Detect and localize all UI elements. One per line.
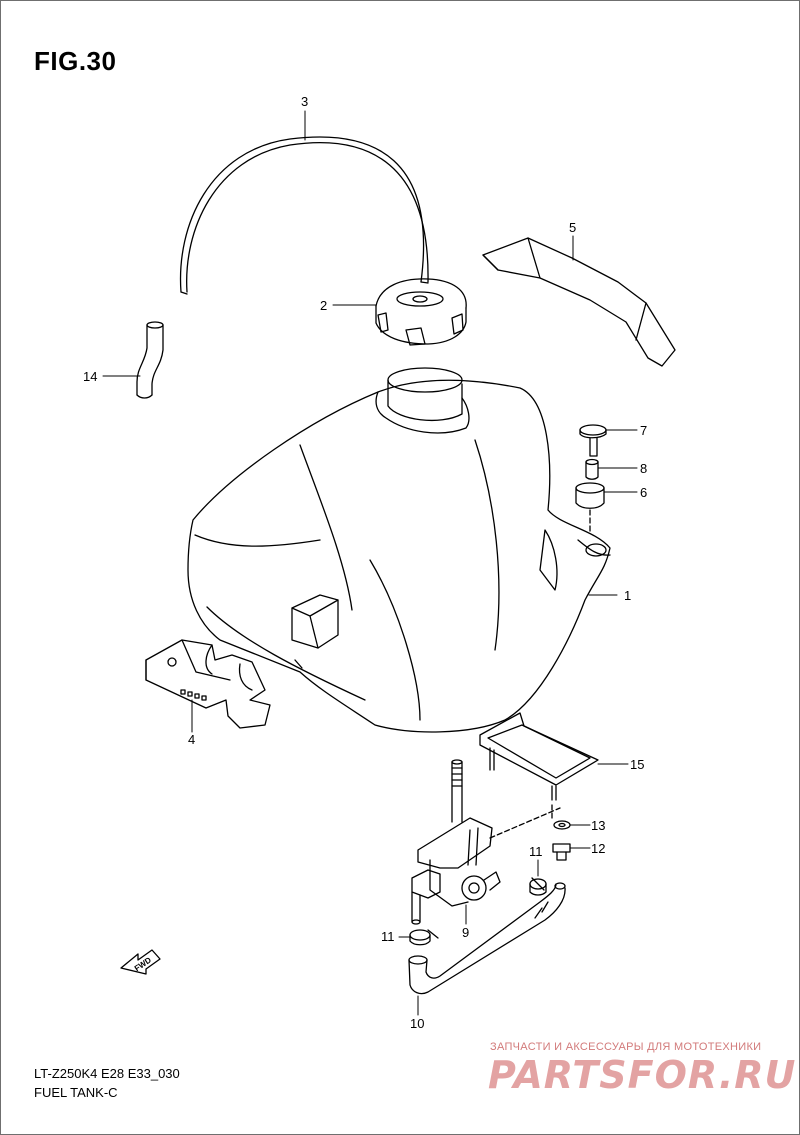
callout-2: 2 [320,298,327,313]
figure-title: FIG.30 [34,46,117,76]
watermark-caption: ЗАПЧАСТИ И АКСЕССУАРЫ ДЛЯ МОТОТЕХНИКИ [490,1041,762,1053]
callout-11-upper: 11 [529,844,543,859]
callout-5: 5 [569,220,576,235]
figure-code: LT-Z250K4 E28 E33_030 [34,1066,180,1081]
callout-7: 7 [640,423,647,438]
callout-13: 13 [591,818,605,833]
callout-10: 10 [410,1016,424,1031]
callout-3: 3 [301,94,308,109]
tank-bolt-part [579,424,607,457]
fwd-direction-icon: FWD [120,949,161,975]
watermark-logo: PARTSFOR.RU [488,1053,797,1097]
callout-8: 8 [640,461,647,476]
vent-hose-part [179,136,429,295]
callout-15: 15 [630,757,644,772]
bolt-part [552,843,571,861]
fuel-cap-part [375,278,467,346]
callout-11-lower: 11 [381,929,395,944]
tank-cushion-part [575,482,605,533]
callout-9: 9 [462,925,469,940]
callout-4: 4 [188,732,195,747]
elbow-hose-part [136,321,164,399]
fuel-hose-part [408,882,566,995]
fuel-valve-part [411,759,561,925]
callout-numbers: 1 2 3 4 5 6 7 8 9 10 11 11 12 13 14 15 [83,94,647,1031]
tank-collar-part [585,458,599,480]
hose-clamp-upper-part [529,877,547,896]
callout-12: 12 [591,841,605,856]
callout-6: 6 [640,485,647,500]
fuel-tank-part [187,367,611,733]
leader-lines [102,110,638,1016]
tank-bracket-part [145,639,271,729]
hose-clamp-lower-part [409,929,439,946]
figure-name: FUEL TANK-C [34,1085,118,1100]
callout-1: 1 [624,588,631,603]
tank-strap-part [482,237,676,367]
washer-part [553,820,571,830]
lower-bracket-part [479,712,599,819]
callout-14: 14 [83,369,97,384]
